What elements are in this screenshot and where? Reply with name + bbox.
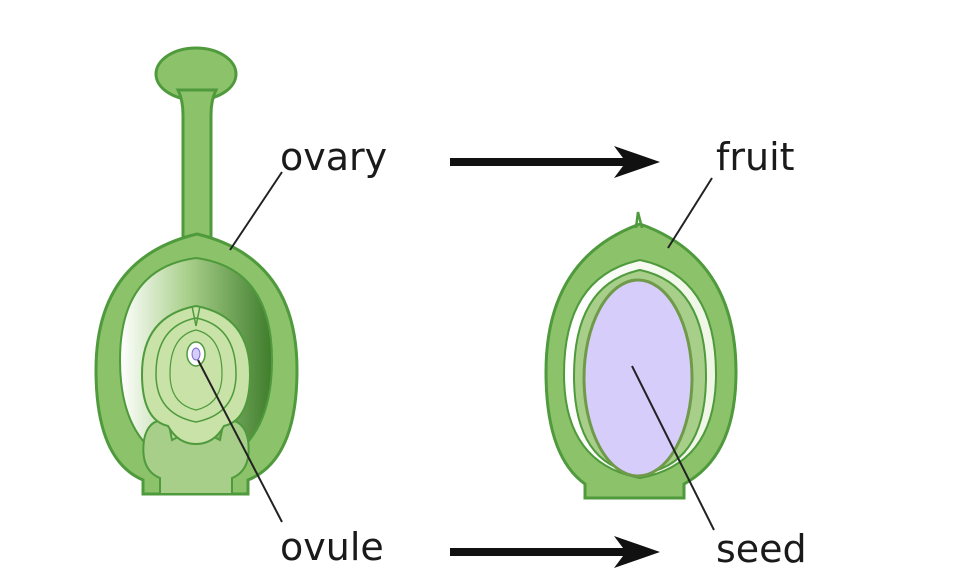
egg-nucleus <box>191 347 201 361</box>
fruit-label: fruit <box>716 135 795 179</box>
seed-leader-line <box>631 365 715 531</box>
ovule-leader-line <box>197 359 283 523</box>
ovule-inner-layer <box>155 317 237 423</box>
fruit-leader-line <box>667 177 713 249</box>
fruit-tip <box>634 211 644 229</box>
ovary-structure <box>94 46 299 496</box>
ovule-label: ovule <box>280 525 384 569</box>
seed-label: seed <box>716 527 807 571</box>
style <box>175 88 219 244</box>
ovary-label: ovary <box>280 135 387 179</box>
right-arrow-icon <box>450 146 660 178</box>
right-arrow-icon <box>450 536 660 568</box>
ovule-inner-layer-2 <box>169 329 223 411</box>
micropyle <box>191 305 201 327</box>
fruit-structure <box>544 211 738 500</box>
ovary-leader-line <box>229 171 283 251</box>
